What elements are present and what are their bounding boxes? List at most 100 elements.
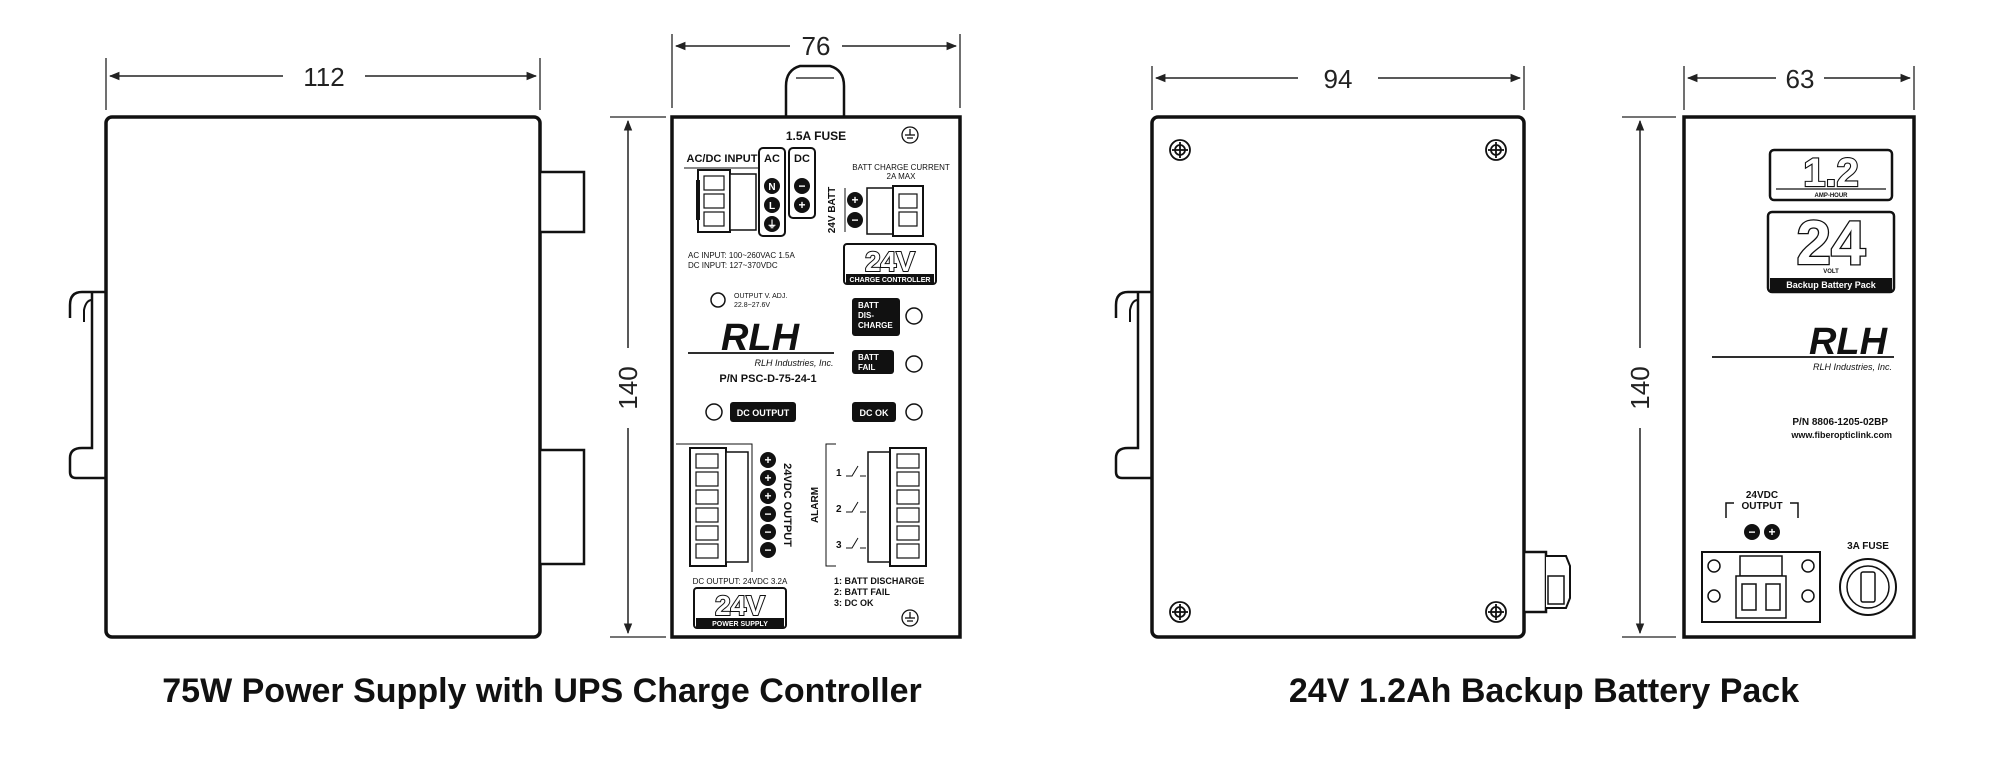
dc-ok-badge [852, 402, 896, 422]
batt-fail-badge [852, 350, 894, 374]
ground-icon [901, 609, 919, 627]
output-voltage-adjust-pot [710, 292, 726, 308]
output-adj-line1: OUTPUT V. ADJ. [734, 293, 787, 300]
battery-output-plus: + [1768, 525, 1775, 539]
ps-part-number: P/N PSC-D-75-24-1 [719, 373, 816, 385]
acdc-input-label: AC/DC INPUT [687, 153, 758, 165]
volt-small: VOLT [1823, 269, 1839, 275]
screw-icon [1485, 601, 1507, 623]
output-terminal-4: − [764, 507, 771, 521]
volt-big: 24 [1797, 209, 1866, 278]
batt-discharge-line3: CHARGE [858, 321, 893, 330]
alarm-number-3: 3 [836, 540, 842, 551]
screw-icon [1169, 601, 1191, 623]
backup-battery-pack-label: Backup Battery Pack [1786, 280, 1877, 290]
bat-side-width-label: 94 [1324, 64, 1353, 94]
batt-discharge-badge [852, 298, 900, 336]
ps-side-width-label: 112 [303, 62, 344, 92]
batt-discharge-line1: BATT [858, 301, 879, 310]
ac-terminal-n: N [768, 182, 775, 193]
screw-icon [1485, 139, 1507, 161]
output-terminal-6: − [764, 543, 771, 557]
output-terminal-5: − [764, 525, 771, 539]
bat-height-label: 140 [1625, 366, 1655, 409]
ps-side-bottom-connector [538, 448, 586, 566]
relay-contact-icon [846, 537, 866, 549]
dc-ok-badge-text: DC OK [860, 408, 890, 418]
batt-discharge-led [905, 307, 923, 325]
charge-controller-big: 24V [865, 246, 915, 277]
battery-output-line2: OUTPUT [1741, 501, 1782, 512]
dc-label: DC [794, 153, 810, 165]
ac-terminal-ground: ⏚ [767, 219, 777, 231]
battery-side-body [1150, 115, 1526, 639]
relay-contact-icon [846, 465, 866, 477]
amp-hour-small: AMP-HOUR [1815, 193, 1849, 199]
output-terminal-3: + [764, 489, 771, 503]
ac-input-spec: AC INPUT: 100~260VAC 1.5A [688, 251, 795, 260]
battery-pack-caption: 24V 1.2Ah Backup Battery Pack [1288, 672, 1800, 710]
battery-front-view: 63 140 1.2 AMP-HOUR 24 VOLT Backup Batte… [1622, 64, 1916, 639]
alarm-number-1: 1 [836, 468, 842, 479]
batt-charge-current-label: BATT CHARGE CURRENT [852, 163, 950, 172]
ps-side-din-clip [68, 290, 106, 480]
alarm-legend-3: 3: DC OK [834, 598, 874, 608]
batt-charge-max-label: 2A MAX [887, 172, 917, 181]
bat-front-width-label: 63 [1786, 64, 1815, 94]
ps-side-view: 112 [68, 58, 586, 639]
dc-output-spec: DC OUTPUT: 24VDC 3.2A [693, 577, 788, 586]
ac-terminal-l: L [769, 201, 775, 212]
batt-terminal-minus: − [851, 213, 858, 227]
batt-fail-led [905, 355, 923, 373]
alarm-label: ALARM [810, 487, 821, 523]
battery-website: www.fiberopticlink.com [1790, 430, 1892, 440]
alarm-number-2: 2 [836, 504, 842, 515]
battery-fuse-label: 3A FUSE [1847, 541, 1889, 552]
ps-height-label: 140 [613, 366, 643, 409]
batt-terminal-plus: + [851, 193, 858, 207]
dc-output-vertical-label: 24VDC OUTPUT [781, 463, 793, 547]
batt-fail-line2: FAIL [858, 363, 875, 372]
ps-company-name: RLH Industries, Inc. [754, 358, 833, 368]
battery-rlh-logo: RLH [1809, 321, 1889, 363]
batt-24v-label: 24V BATT [827, 187, 838, 234]
ps-fuse-cap [784, 64, 846, 119]
output-terminal-2: + [764, 471, 771, 485]
alarm-legend-2: 2: BATT FAIL [834, 587, 890, 597]
batt-discharge-line2: DIS- [858, 311, 874, 320]
battery-side-din-clip [1114, 290, 1152, 480]
ps-rlh-logo: RLH [721, 317, 801, 359]
dc-output-badge-text: DC OUTPUT [737, 408, 790, 418]
fuse-holder-icon [1839, 558, 1897, 616]
power-supply-big: 24V [715, 590, 765, 621]
charge-controller-small: CHARGE CONTROLLER [850, 277, 931, 284]
power-supply-small: POWER SUPPLY [712, 621, 768, 628]
battery-output-minus: − [1748, 525, 1755, 539]
ground-icon [901, 126, 919, 144]
battery-front-body [1682, 115, 1916, 639]
ps-front-width-label: 76 [802, 31, 831, 61]
ps-side-top-connector [538, 170, 586, 234]
battery-output-line1: 24VDC [1746, 490, 1778, 501]
power-supply-caption: 75W Power Supply with UPS Charge Control… [162, 672, 922, 710]
ac-label: AC [764, 153, 780, 165]
ps-fuse-label: 1.5A FUSE [786, 129, 846, 143]
amp-hour-badge [1768, 148, 1894, 202]
battery-side-view: 94 [1114, 64, 1571, 639]
ps-side-body [104, 115, 542, 639]
output-terminal-1: + [764, 453, 771, 467]
dc-terminal-minus: − [798, 179, 805, 193]
screw-icon [1169, 139, 1191, 161]
ps-front-view: 76 140 1.5A FUSE AC/DC INPUT AC N [610, 31, 962, 639]
battery-company-name: RLH Industries, Inc. [1813, 362, 1892, 372]
relay-contact-icon [846, 501, 866, 513]
alarm-legend-1: 1: BATT DISCHARGE [834, 576, 924, 586]
dc-input-spec: DC INPUT: 127~370VDC [688, 261, 778, 270]
battery-part-number: P/N 8806-1205-02BP [1792, 417, 1888, 428]
batt-fail-line1: BATT [858, 353, 879, 362]
acdc-input-terminal-block [697, 169, 731, 233]
dc-terminal-plus: + [798, 198, 805, 212]
output-adj-line2: 22.8~27.6V [734, 302, 770, 309]
